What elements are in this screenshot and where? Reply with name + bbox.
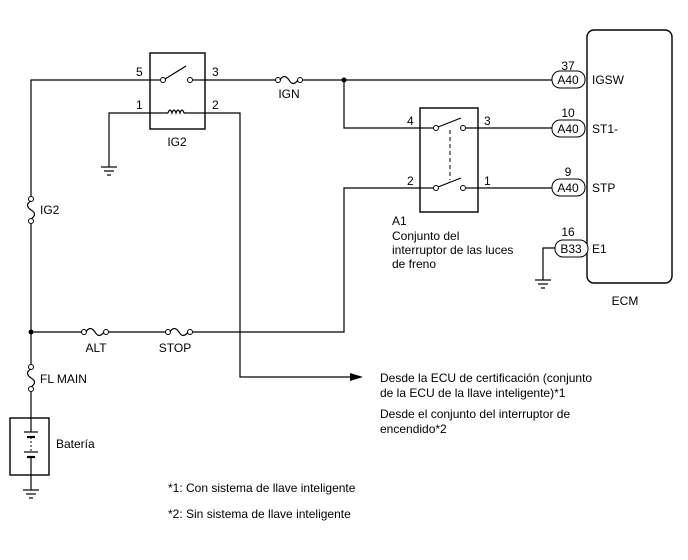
stop-switch-name-3: de freno <box>392 257 436 271</box>
switch-pin-4: 4 <box>407 114 414 128</box>
stop-switch-name-1: Conjunto del <box>392 229 459 243</box>
fuse-stop <box>165 327 193 337</box>
ground-ecm-icon <box>535 279 551 289</box>
relay-contact-5 <box>160 77 166 83</box>
fuse-alt-label: ALT <box>85 341 107 355</box>
ecm-pin-igsw: 37 A40 IGSW <box>551 59 625 89</box>
ecm-signal: IGSW <box>592 73 625 87</box>
stop-switch-blade-upper <box>437 117 462 128</box>
ecm-signal: E1 <box>592 242 607 256</box>
relay-pin-2: 2 <box>212 98 219 112</box>
ecm-pin-number: 37 <box>561 59 575 73</box>
ig2-relay-label: IG2 <box>167 135 187 149</box>
relay-pin-3: 3 <box>212 65 219 79</box>
ecm-connector: A40 <box>557 181 579 195</box>
fuse-fl-main-label: FL MAIN <box>40 372 87 386</box>
ecm-pin-e1: 16 B33 E1 <box>554 225 607 258</box>
ecm-connector: B33 <box>560 242 582 256</box>
fuse-ig2 <box>26 196 36 224</box>
stop-switch-blade-lower <box>437 177 462 188</box>
switch-pin-1: 1 <box>484 174 491 188</box>
note-from-switch-1: Desde el conjunto del interruptor de <box>380 407 570 421</box>
battery-label: Batería <box>56 437 95 451</box>
note-from-switch-2: encendido*2 <box>380 422 447 436</box>
fuse-alt <box>81 327 109 337</box>
ecm-label: ECM <box>612 294 639 308</box>
ecm-signal: STP <box>592 181 615 195</box>
ground-relay-icon <box>101 166 117 176</box>
ecm-pin-number: 16 <box>561 225 575 239</box>
ig2-relay-box <box>149 52 206 130</box>
battery-box <box>9 417 50 476</box>
arrow-from-ecu <box>350 373 363 381</box>
stop-switch-name-2: interruptor de las luces <box>392 243 513 257</box>
ecm-pin-number: 10 <box>561 106 575 120</box>
note-from-ecu-1: Desde la ECU de certificación (conjunto <box>380 371 592 385</box>
ecm-pin-number: 9 <box>565 165 572 179</box>
ecm-connector: A40 <box>557 122 579 136</box>
stop-switch-box <box>419 107 479 213</box>
relay-contact-3 <box>187 77 193 83</box>
footnote-2: *2: Sin sistema de llave inteligente <box>168 507 351 521</box>
relay-pin-5: 5 <box>136 65 143 79</box>
switch-pin-2: 2 <box>407 174 414 188</box>
fuse-ig2-label: IG2 <box>40 203 60 217</box>
battery-symbol <box>24 418 38 475</box>
footnote-1: *1: Con sistema de llave inteligente <box>168 481 356 495</box>
fuse-ign-label: IGN <box>278 87 299 101</box>
switch-pin-3: 3 <box>484 114 491 128</box>
ecm-signal: ST1- <box>592 122 618 136</box>
relay-coil <box>167 109 185 115</box>
ecm-box <box>586 29 673 284</box>
fuse-fl-main <box>26 364 36 392</box>
note-from-ecu-2: de la ECU de la llave inteligente)*1 <box>380 386 566 400</box>
ecm-pin-stp: 9 A40 STP <box>551 165 615 197</box>
ground-battery-icon <box>23 489 39 499</box>
fuse-ign <box>275 75 303 85</box>
ecm-connector: A40 <box>557 73 579 87</box>
stop-switch-id: A1 <box>392 214 407 228</box>
relay-pin-1: 1 <box>136 98 143 112</box>
ecm-pin-st1: 10 A40 ST1- <box>551 106 618 138</box>
fuse-stop-label: STOP <box>159 341 191 355</box>
relay-switch-blade <box>164 65 187 80</box>
